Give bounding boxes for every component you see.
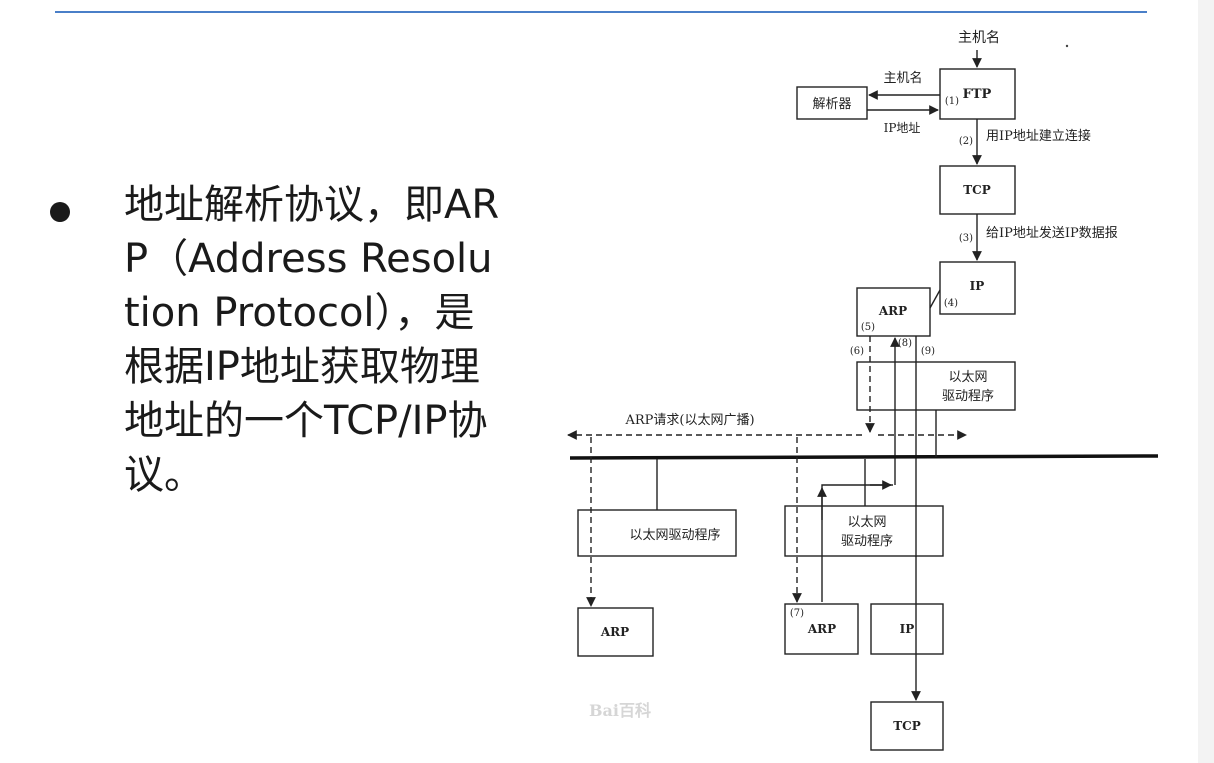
bullet-text: 地址解析协议，即ARP（Address Resolution Protocol）… [124,182,500,498]
hostname-top-label: 主机名 [958,30,1000,46]
eth-driver-left-box [577,509,737,557]
eth-driver-mid-line1: 以太网 [847,515,886,530]
eth-driver-top-box [856,361,1016,411]
step2-text: 用IP地址建立连接 [986,128,1091,144]
ip-bottom-box [870,603,944,655]
eth-driver-top-line1: 以太网 [948,370,987,385]
arp-top-label: ARP [878,304,907,318]
tcp-top-label: TCP [963,183,991,197]
step5-label: (5) [861,322,875,333]
eth-driver-mid-line2: 驱动程序 [841,534,893,549]
arp-request-label: ARP请求(以太网广播) [624,413,754,428]
ip-address-label: IP地址 [884,121,921,135]
tcp-top-box [939,165,1016,215]
step6-label: (6) [850,346,864,357]
arp-mid-label: ARP [807,622,836,636]
step3-text: 给IP地址发送IP数据报 [986,225,1118,241]
step9-label: (9) [921,346,935,357]
step3-label: (3) [959,233,973,244]
step7-label: (7) [790,608,804,619]
arp-mid-box [784,603,859,655]
arp-left-label: ARP [600,625,629,639]
ip-bottom-label: IP [900,622,915,636]
resolver-box [796,86,868,120]
step8-label: (8) [898,338,912,349]
step2-label: (2) [959,136,973,147]
eth-driver-left-label: 以太网驱动程序 [629,528,720,543]
step7-reply-path [821,484,893,602]
ethernet-bus [569,454,1159,460]
resolver-label: 解析器 [812,97,851,112]
step1-label: (1) [945,96,959,107]
speck [1065,44,1069,48]
hostname-side-label: 主机名 [883,70,922,86]
bullet-dot-icon [50,202,70,222]
ip-top-label: IP [970,279,985,293]
baidu-watermark: Bai百科 [589,701,651,720]
top-rule [55,11,1147,13]
ip-arp-link [929,289,941,309]
slide-edge [1198,0,1214,763]
ftp-label: FTP [963,87,992,102]
step4-label: (4) [944,298,958,309]
arp-top-box [856,287,931,337]
arp-left-box [577,607,654,657]
ip-top-box [939,261,1016,315]
tcp-bottom-label: TCP [893,719,921,733]
ftp-box [939,68,1016,120]
eth-driver-top-line2: 驱动程序 [942,389,994,404]
tcp-bottom-box [870,701,944,751]
